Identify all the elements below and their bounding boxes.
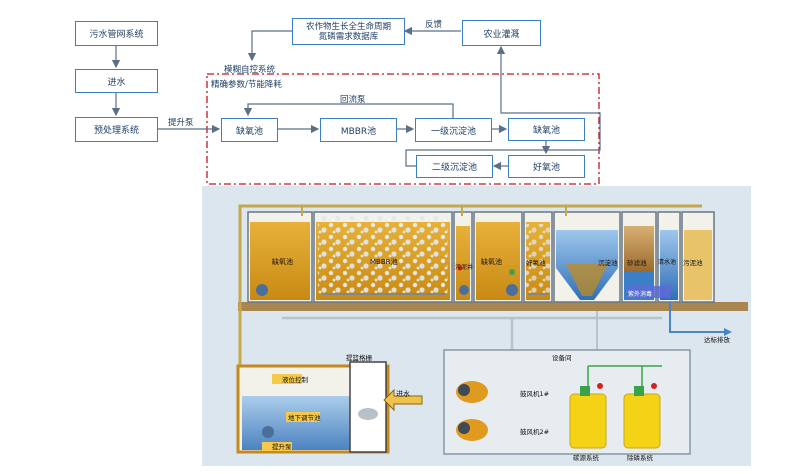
grid-basket-shaft	[349, 361, 387, 453]
aerobic-bubbles	[526, 224, 550, 294]
crop-database-line2: 氮磷需求数据库	[318, 31, 379, 42]
inflow-box: 进水	[75, 69, 158, 93]
plant-filter-label: 砂滤池	[627, 259, 647, 267]
plant-dosing2-label: 除磷系统	[627, 454, 653, 462]
sludge-well-water	[456, 226, 470, 300]
plant-uv-label: 紫外消毒	[628, 291, 653, 298]
secondary-settling-box: 二级沉淀池	[416, 155, 493, 178]
plant-blower2-label: 鼓风机2#	[520, 428, 550, 436]
settling-hopper	[566, 264, 608, 296]
aerobic-box: 好氧池	[508, 155, 585, 178]
plant-level-label: 液位控制	[282, 376, 308, 384]
plant-equipment-label: 设备间	[552, 354, 572, 362]
top-pipe	[238, 204, 702, 418]
irrigation-box: 农业灌溉	[462, 20, 541, 46]
uv-box	[627, 286, 671, 298]
mbbr-box: MBBR池	[320, 118, 397, 142]
plant-anoxic2-label: 缺氧池	[481, 258, 502, 266]
plant-mbbr-label: MBBR池	[370, 258, 398, 266]
dosing-tank-2	[623, 393, 661, 449]
plant-settling-label: 沉淀池	[598, 259, 618, 267]
pretreatment-box: 预处理系统	[75, 117, 158, 142]
plant-aerobic-label: 好氧池	[526, 259, 546, 267]
clear-tank-water	[660, 230, 678, 300]
plant-anoxic-label: 缺氧池	[272, 258, 293, 266]
sludge-tank-water	[684, 230, 712, 300]
precise-params-label: 精确参数/节能降耗	[211, 80, 282, 90]
lift-pump-label: 提升泵	[168, 118, 194, 128]
plant-inlet-label: 进水	[396, 390, 410, 398]
anoxic-box-1: 缺氧池	[221, 118, 278, 142]
plant-sludge-tank-label: 污泥池	[683, 259, 703, 267]
feedback-label: 反馈	[425, 20, 443, 30]
primary-settling-box: 一级沉淀池	[415, 118, 492, 142]
sewer-network-box: 污水管网系统	[75, 21, 158, 46]
crop-database-line1: 农作物生长全生命周期	[305, 21, 391, 32]
reflux-pump-label: 回流泵	[340, 95, 366, 105]
outlet-pipe	[669, 302, 724, 333]
dosing-tank-1	[569, 393, 607, 449]
plant-dosing1-label: 碳源系统	[573, 454, 599, 462]
ground-slab	[238, 302, 748, 311]
filter-sand	[624, 226, 654, 272]
plant-clear-label: 清水池	[658, 259, 677, 266]
fuzzy-control-label: 模糊自控系统	[224, 65, 276, 75]
plant-illustration	[202, 186, 751, 466]
plant-lift-pump-label: 提升泵	[272, 443, 292, 451]
plant-blower1-label: 鼓风机1#	[520, 390, 550, 398]
mbbr-media	[318, 216, 448, 294]
crop-database-box: 农作物生长全生命周期 氮磷需求数据库	[292, 18, 405, 45]
plant-grid-basket-label: 提篮格栅	[346, 354, 372, 362]
plant-discharge-label: 达标排放	[704, 336, 730, 344]
plant-regulating-label: 地下调节池	[288, 414, 321, 422]
inlet-arrow	[383, 388, 423, 412]
plant-sludge-pit-label: 污泥井	[455, 264, 474, 271]
anoxic-box-2: 缺氧池	[508, 118, 585, 141]
